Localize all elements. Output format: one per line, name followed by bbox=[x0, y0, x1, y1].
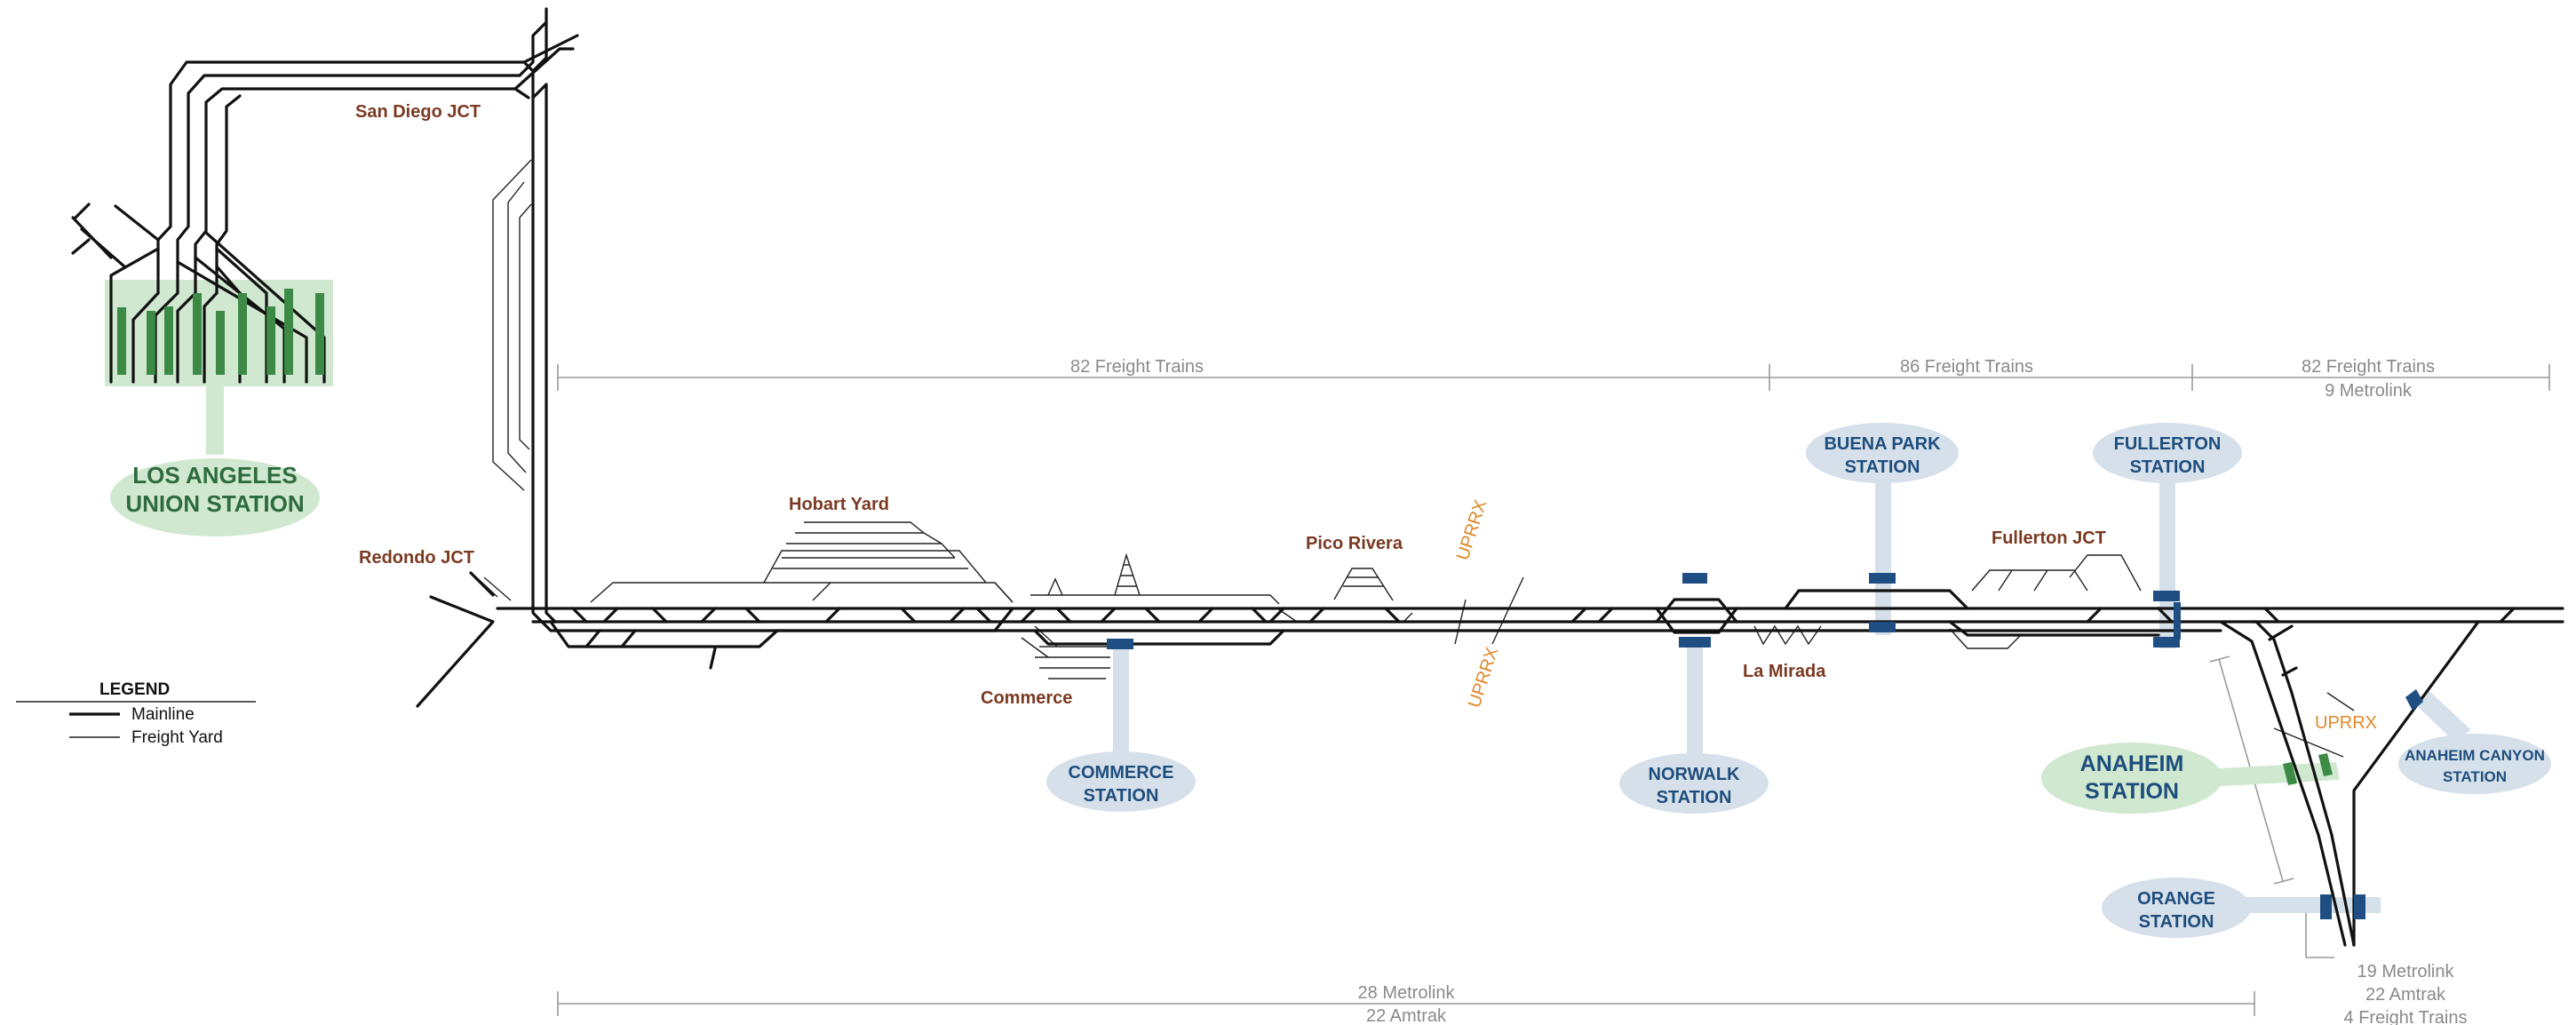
anaheim-canyon-label-1: ANAHEIM CANYON bbox=[2405, 747, 2545, 764]
legend-freight-yard: Freight Yard bbox=[131, 728, 223, 747]
anaheim-canyon-label-2: STATION bbox=[2443, 768, 2507, 785]
traffic-label-branch-freight: 4 Freight Trains bbox=[2344, 1008, 2468, 1025]
anaheim-label-1: ANAHEIM bbox=[2080, 751, 2184, 776]
traffic-label-branch-amtrak: 22 Amtrak bbox=[2365, 985, 2446, 1005]
norwalk-label-1: NORWALK bbox=[1649, 765, 1741, 784]
traffic-label-bottom-metrolink: 28 Metrolink bbox=[1358, 983, 1456, 1003]
legend: LEGEND Mainline Freight Yard bbox=[16, 680, 256, 747]
fullerton-label-1: FULLERTON bbox=[2114, 434, 2222, 454]
buena-park-label-2: STATION bbox=[1845, 457, 1920, 477]
buena-park-station-bubble bbox=[1806, 423, 1959, 483]
traffic-label-seg2: 86 Freight Trains bbox=[1900, 357, 2033, 377]
location-labels: San Diego JCT Redondo JCT Hobart Yard Co… bbox=[355, 102, 2377, 733]
uprrx-label-upper: UPRRX bbox=[1453, 497, 1491, 562]
freight-yard-tracks bbox=[472, 159, 2355, 758]
commerce-station-bubble bbox=[1046, 751, 1196, 812]
legend-mainline: Mainline bbox=[131, 705, 195, 724]
traffic-label-seg1: 82 Freight Trains bbox=[1070, 357, 1204, 377]
buena-park-label-1: BUENA PARK bbox=[1824, 434, 1941, 454]
traffic-label-seg3-freight: 82 Freight Trains bbox=[2302, 357, 2435, 377]
la-union-label-1: LOS ANGELES bbox=[132, 462, 297, 489]
traffic-label-bottom-amtrak: 22 Amtrak bbox=[1366, 1006, 1447, 1025]
traffic-label-branch-metrolink: 19 Metrolink bbox=[2357, 962, 2455, 981]
norwalk-station-bubble bbox=[1619, 753, 1769, 814]
norwalk-label-2: STATION bbox=[1657, 788, 1732, 807]
fullerton-jct-label: Fullerton JCT bbox=[1992, 528, 2106, 548]
commerce-location-label: Commerce bbox=[981, 688, 1072, 708]
pico-rivera-label: Pico Rivera bbox=[1306, 534, 1403, 553]
hobart-yard-label: Hobart Yard bbox=[789, 495, 889, 514]
station-ellipses bbox=[110, 423, 2551, 938]
orange-station-bubble bbox=[2102, 878, 2251, 938]
traffic-dimensions: 82 Freight Trains 86 Freight Trains 82 F… bbox=[557, 357, 2550, 1025]
anaheim-canyon-station-bubble bbox=[2398, 734, 2551, 794]
la-union-station-bubble bbox=[110, 458, 320, 536]
anaheim-station-bubble bbox=[2041, 743, 2222, 814]
station-labels: LOS ANGELES UNION STATION COMMERCE STATI… bbox=[125, 434, 2544, 932]
redondo-jct-label: Redondo JCT bbox=[359, 548, 474, 568]
anaheim-label-2: STATION bbox=[2085, 779, 2179, 804]
uprrx-label-branch: UPRRX bbox=[2315, 713, 2377, 733]
platforms bbox=[117, 289, 2423, 919]
station-connectors bbox=[105, 280, 2471, 913]
la-mirada-label: La Mirada bbox=[1743, 662, 1826, 681]
fullerton-station-bubble bbox=[2093, 423, 2242, 483]
orange-label-1: ORANGE bbox=[2137, 889, 2215, 909]
traffic-label-seg3-metrolink: 9 Metrolink bbox=[2325, 381, 2413, 401]
commerce-label-1: COMMERCE bbox=[1069, 763, 1174, 783]
la-union-label-2: UNION STATION bbox=[125, 490, 304, 517]
commerce-label-2: STATION bbox=[1084, 786, 1159, 806]
orange-label-2: STATION bbox=[2139, 912, 2214, 932]
fullerton-label-2: STATION bbox=[2130, 457, 2206, 477]
san-diego-jct-label: San Diego JCT bbox=[355, 102, 481, 122]
legend-title: LEGEND bbox=[99, 680, 170, 699]
mainline-tracks bbox=[71, 7, 2564, 947]
uprrx-label-lower: UPRRX bbox=[1465, 645, 1503, 710]
